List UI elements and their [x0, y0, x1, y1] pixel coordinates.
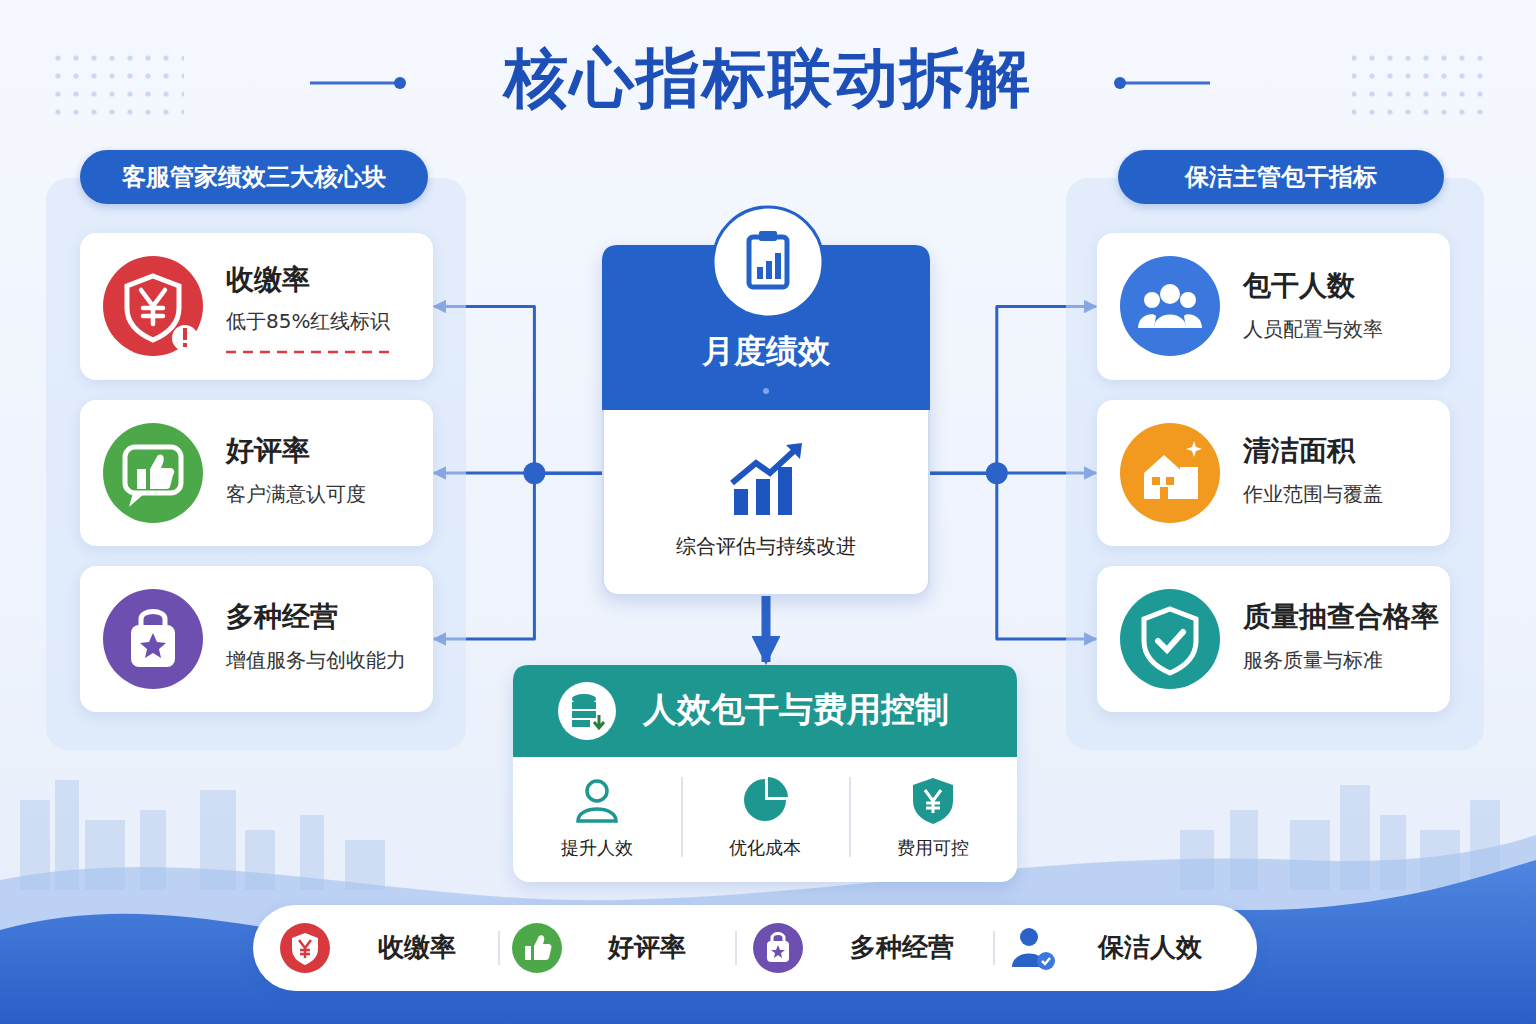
- metric-title: 好评率: [226, 434, 310, 468]
- dot-grid: [1352, 44, 1492, 116]
- item-divider: [993, 931, 995, 965]
- cell-label: 提升人效: [513, 837, 681, 859]
- metric-icon: [103, 589, 203, 689]
- metric-note: 增值服务与创收能力: [226, 648, 406, 672]
- summary-icon: [280, 923, 330, 973]
- junction-dot: [523, 462, 545, 484]
- cell-icon: [740, 775, 790, 825]
- summary-item: 好评率: [608, 932, 686, 963]
- summary-item: 多种经营: [850, 932, 954, 963]
- diagram-title: 核心指标联动拆解: [0, 40, 1536, 117]
- metric-note: 客户满意认可度: [226, 482, 366, 506]
- title-rule: [310, 82, 398, 85]
- cell-label: 优化成本: [681, 837, 849, 859]
- title-dot: [1114, 77, 1126, 89]
- panel-heading: 客服管家绩效三大核心块: [80, 150, 428, 204]
- cell-divider: [849, 777, 851, 857]
- metric-note: 服务质量与标准: [1243, 648, 1383, 672]
- center-title: 月度绩效: [604, 332, 928, 370]
- title-rule: [1122, 82, 1210, 85]
- cost-cell: 优化成本: [681, 757, 849, 882]
- metric-note: 人员配置与效率: [1243, 317, 1383, 341]
- report-icon: [711, 205, 825, 319]
- metric-card: 收缴率低于85%红线标识: [80, 233, 433, 380]
- cost-cell: 费用可控: [849, 757, 1017, 882]
- metric-icon: [1120, 256, 1220, 356]
- cost-cell: 提升人效: [513, 757, 681, 882]
- cell-icon: [572, 775, 622, 825]
- metric-card: 质量抽查合格率服务质量与标准: [1097, 566, 1450, 712]
- metric-note: 低于85%红线标识: [226, 309, 390, 333]
- metric-icon: [1120, 589, 1220, 689]
- cell-label: 费用可控: [849, 837, 1017, 859]
- title-dot: [394, 77, 406, 89]
- wave-front: [0, 860, 1536, 1024]
- junction-dot: [986, 462, 1008, 484]
- redline-mark: [226, 349, 396, 355]
- center-note: 综合评估与持续改进: [604, 535, 928, 558]
- metric-title: 包干人数: [1243, 269, 1355, 303]
- cost-title: 人效包干与费用控制: [643, 689, 949, 730]
- metric-card: 包干人数人员配置与效率: [1097, 233, 1450, 380]
- summary-icon: [1008, 923, 1058, 973]
- panel-heading: 保洁主管包干指标: [1118, 150, 1444, 204]
- summary-icon: [753, 923, 803, 973]
- metric-title: 收缴率: [226, 263, 310, 297]
- summary-icon: [512, 923, 562, 973]
- metric-title: 清洁面积: [1243, 434, 1355, 468]
- item-divider: [498, 931, 500, 965]
- data-icon: [557, 681, 617, 741]
- cost-box: 人效包干与费用控制提升人效优化成本费用可控: [513, 665, 1017, 882]
- summary-item: 收缴率: [378, 932, 456, 963]
- metric-title: 多种经营: [226, 600, 338, 634]
- cell-icon: [908, 775, 958, 825]
- group-panel: 保洁主管包干指标包干人数人员配置与效率清洁面积作业范围与覆盖质量抽查合格率服务质…: [1066, 178, 1484, 750]
- group-panel: 客服管家绩效三大核心块收缴率低于85%红线标识好评率客户满意认可度多种经营增值服…: [46, 178, 466, 750]
- center-box: 月度绩效综合评估与持续改进: [602, 245, 930, 596]
- metric-card: 好评率客户满意认可度: [80, 400, 433, 546]
- trend-icon: [728, 439, 808, 519]
- metric-card: 清洁面积作业范围与覆盖: [1097, 400, 1450, 546]
- dot-grid: [44, 44, 184, 116]
- summary-bar: 收缴率 好评率 多种经营 保洁人效: [253, 905, 1257, 991]
- metric-title: 质量抽查合格率: [1243, 600, 1439, 634]
- flow-arrow: [762, 596, 771, 662]
- metric-note: 作业范围与覆盖: [1243, 482, 1383, 506]
- cell-divider: [681, 777, 683, 857]
- item-divider: [735, 931, 737, 965]
- summary-item: 保洁人效: [1098, 932, 1202, 963]
- metric-icon: [103, 423, 203, 523]
- metric-card: 多种经营增值服务与创收能力: [80, 566, 433, 712]
- metric-icon: [103, 256, 203, 356]
- metric-icon: [1120, 423, 1220, 523]
